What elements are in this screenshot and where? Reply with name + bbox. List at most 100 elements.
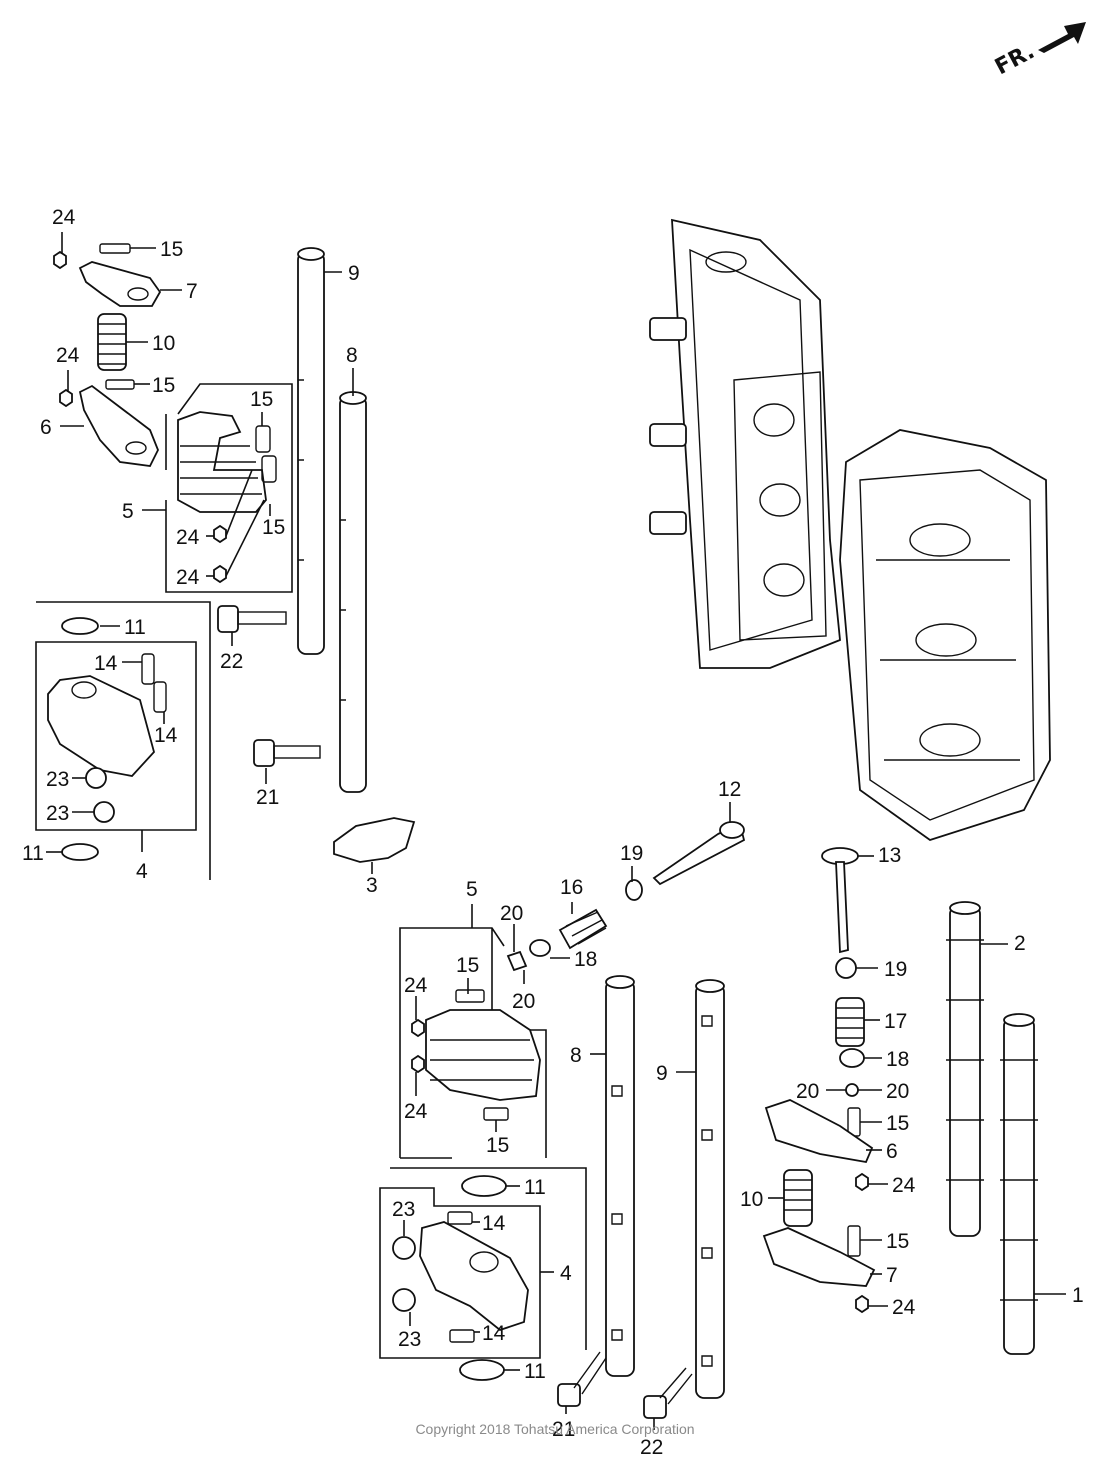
label-24: 24 — [404, 974, 428, 997]
label-24: 24 — [52, 206, 76, 229]
rocker-shaft-9-upper — [297, 247, 325, 655]
label-1: 1 — [1072, 1284, 1084, 1307]
callout-leaders — [46, 232, 1066, 1430]
spring-10 — [97, 313, 127, 371]
arrow-icon — [1038, 22, 1086, 53]
retainer-18-left — [529, 939, 551, 957]
label-15: 15 — [250, 388, 273, 411]
label-24: 24 — [176, 526, 200, 549]
lock-nut-24c — [855, 1172, 869, 1192]
label-2: 2 — [1014, 932, 1026, 955]
callout-labels: 24 15 7 10 24 15 6 15 5 24 15 24 9 8 11 … — [22, 206, 1084, 1459]
label-11: 11 — [524, 1360, 546, 1383]
label-23: 23 — [398, 1328, 421, 1351]
label-17: 17 — [884, 1010, 907, 1033]
label-15: 15 — [486, 1134, 509, 1157]
label-12: 12 — [718, 778, 741, 801]
label-24: 24 — [176, 566, 200, 589]
label-11: 11 — [22, 842, 44, 865]
rocker-arm-6 — [78, 384, 159, 467]
adjust-screw-15a — [99, 243, 131, 254]
label-10: 10 — [740, 1188, 763, 1211]
adjust-screw-15b — [105, 379, 135, 390]
valve-spring-17 — [835, 997, 865, 1047]
label-20: 20 — [796, 1080, 819, 1103]
retainer-18-right — [839, 1048, 865, 1068]
lock-nut-24a — [53, 250, 67, 270]
label-4: 4 — [136, 860, 148, 883]
label-22: 22 — [220, 650, 243, 673]
camshaft-1 — [1000, 1013, 1038, 1355]
bolt-22-lower — [643, 1367, 693, 1419]
label-6: 6 — [886, 1140, 898, 1163]
bolt-21-upper — [253, 739, 321, 767]
label-15: 15 — [152, 374, 175, 397]
label-8: 8 — [570, 1044, 582, 1067]
label-9: 9 — [656, 1062, 668, 1085]
label-21: 21 — [552, 1418, 575, 1441]
plate-3 — [333, 817, 416, 863]
label-18: 18 — [886, 1048, 909, 1071]
valve-13 — [821, 847, 859, 954]
cylinder-head-right — [839, 429, 1051, 841]
rocker-set-5-lower — [411, 989, 541, 1121]
label-20: 20 — [886, 1080, 909, 1103]
label-15: 15 — [160, 238, 183, 261]
label-14: 14 — [482, 1322, 506, 1345]
label-7: 7 — [186, 280, 198, 303]
spring-10-right — [783, 1169, 813, 1227]
label-24: 24 — [892, 1296, 916, 1319]
rocker-shaft-9-lower — [695, 979, 725, 1399]
bolt-22-upper — [217, 605, 287, 633]
label-19: 19 — [620, 842, 643, 865]
rocker-arm-6-right — [764, 1099, 874, 1164]
bracket-4-upper — [35, 601, 211, 880]
lock-nut-24d — [855, 1294, 869, 1314]
label-5: 5 — [466, 878, 478, 901]
label-24: 24 — [56, 344, 80, 367]
upper-rocker-assembly — [35, 243, 416, 880]
bracket-5-upper — [165, 383, 293, 593]
label-8: 8 — [346, 344, 358, 367]
lock-nut-24b — [59, 388, 73, 408]
label-18: 18 — [574, 948, 597, 971]
adjust-screw-15d — [847, 1225, 861, 1257]
label-20: 20 — [500, 902, 523, 925]
direction-label: FR. — [991, 39, 1039, 80]
label-15: 15 — [886, 1230, 909, 1253]
label-15: 15 — [262, 516, 285, 539]
front-direction-indicator: FR. — [991, 22, 1086, 80]
label-24: 24 — [892, 1174, 916, 1197]
label-23: 23 — [392, 1198, 415, 1221]
label-14: 14 — [482, 1212, 506, 1235]
cam-holder-4-upper — [47, 617, 167, 861]
valve-stem-seal-19-left — [625, 879, 643, 901]
label-20: 20 — [512, 990, 535, 1013]
bolt-21-lower — [557, 1351, 607, 1407]
label-23: 23 — [46, 768, 69, 791]
cotter-20-left — [506, 950, 528, 972]
rocker-shaft-8-upper — [339, 391, 367, 793]
copyright-text: Copyright 2018 Tohatsu America Corporati… — [415, 1421, 694, 1437]
cylinder-head-left — [649, 218, 841, 669]
label-14: 14 — [94, 652, 118, 675]
valve-stem-seal-19-right — [835, 957, 857, 979]
valve-spring-16 — [558, 908, 608, 950]
label-5: 5 — [122, 500, 134, 523]
valve-12 — [652, 821, 746, 886]
label-16: 16 — [560, 876, 583, 899]
label-24: 24 — [404, 1100, 428, 1123]
label-15: 15 — [886, 1112, 909, 1135]
label-11: 11 — [124, 616, 146, 639]
rocker-set-5-upper — [177, 411, 277, 584]
cam-holder-4-lower — [392, 1175, 529, 1381]
label-7: 7 — [886, 1264, 898, 1287]
label-11: 11 — [524, 1176, 546, 1199]
bracket-4-lower — [379, 1167, 587, 1359]
label-15: 15 — [456, 954, 479, 977]
rocker-arm-7 — [78, 261, 162, 307]
rocker-shaft-8-lower — [605, 975, 635, 1377]
label-10: 10 — [152, 332, 175, 355]
label-22: 22 — [640, 1436, 663, 1459]
